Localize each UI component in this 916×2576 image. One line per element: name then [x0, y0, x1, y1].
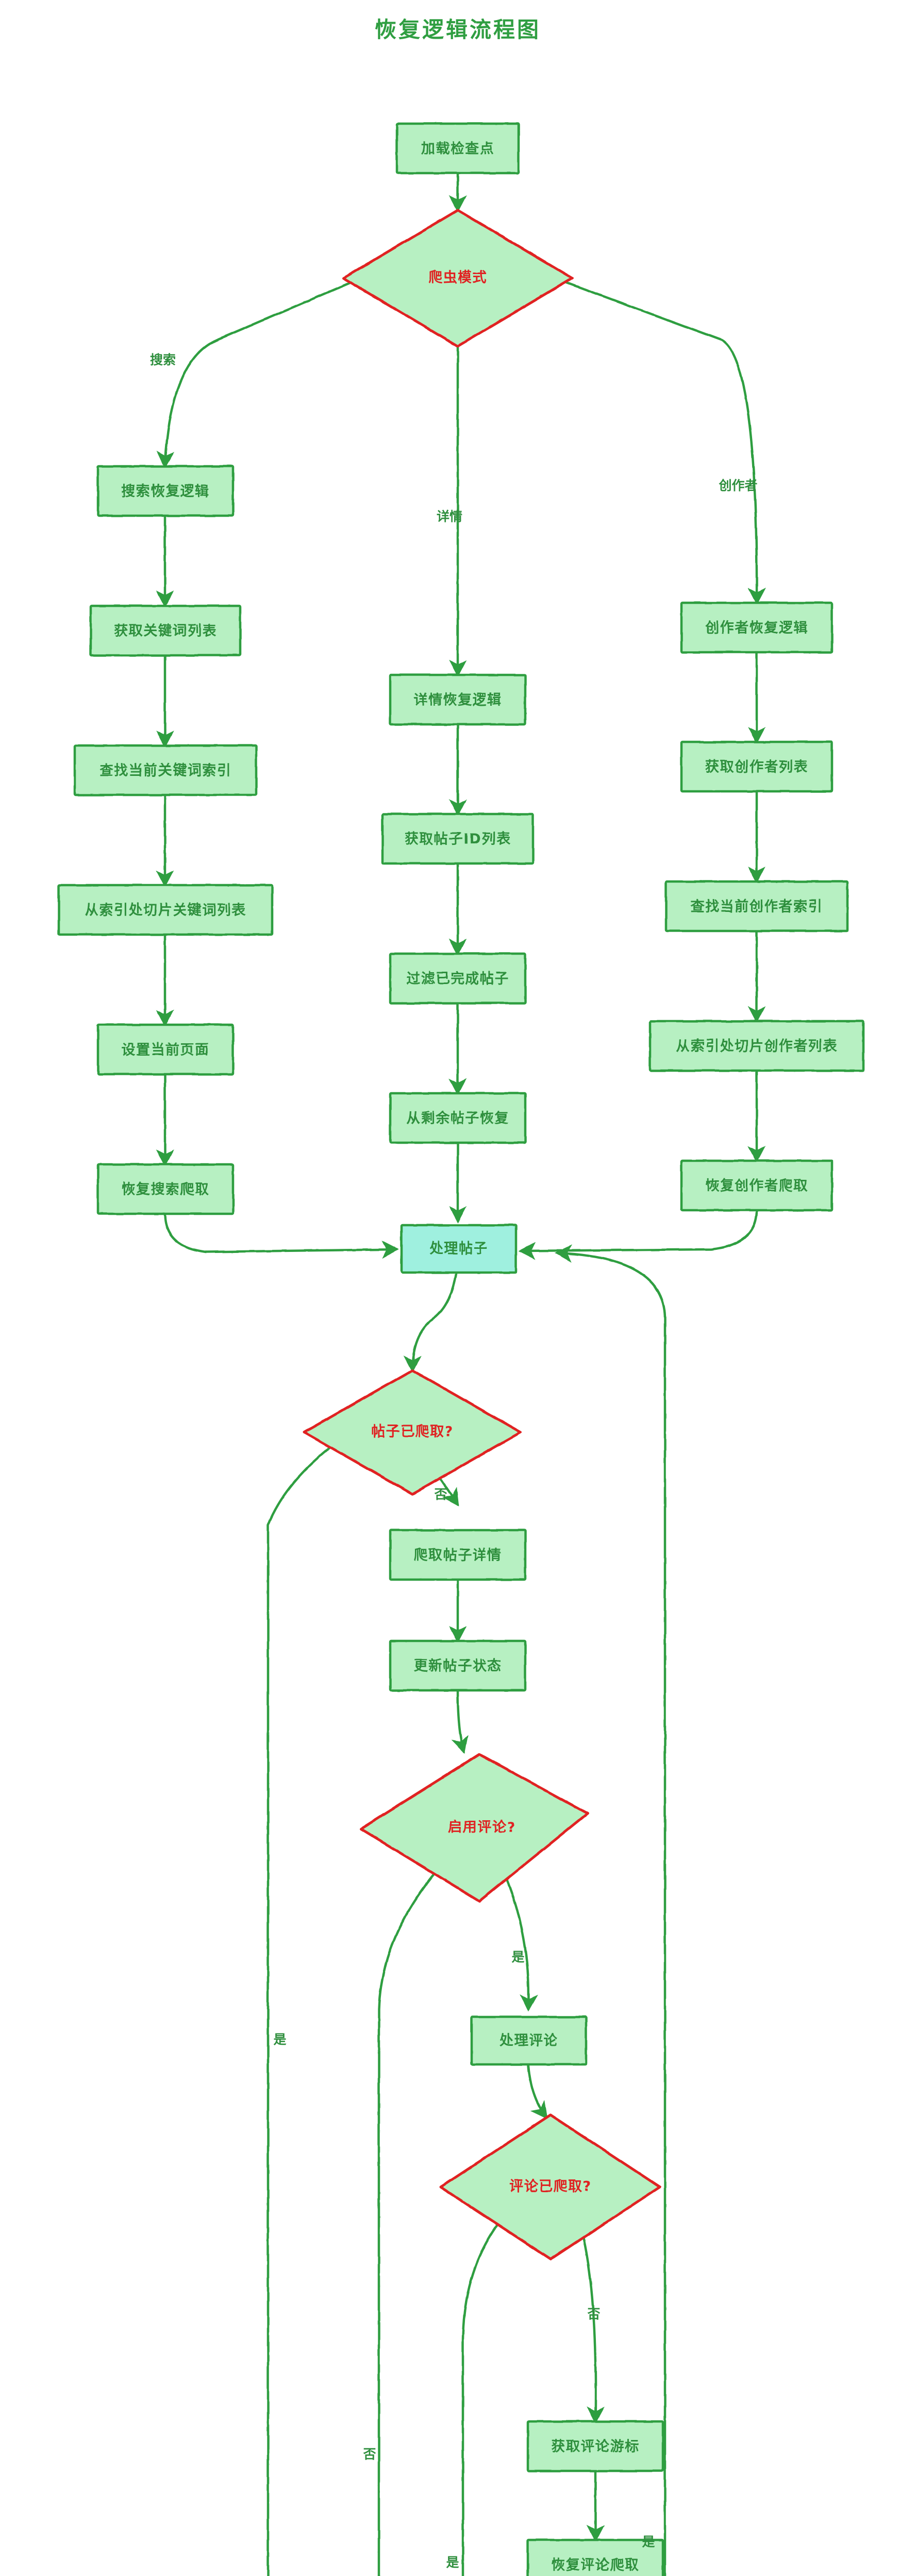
node-kw-index-label: 查找当前关键词索引: [99, 762, 232, 779]
node-start-label: 加载检查点: [421, 141, 495, 157]
node-creator-list-label: 获取创作者列表: [705, 759, 808, 775]
node-process-post[interactable]: 处理帖子: [400, 1224, 518, 1274]
node-cmt-crawled[interactable]: 评论已爬取?: [439, 2113, 661, 2261]
node-kw-list-label: 获取关键词列表: [114, 623, 217, 639]
node-set-page[interactable]: 设置当前页面: [96, 1023, 235, 1076]
node-process-cmt[interactable]: 处理评论: [470, 2015, 588, 2066]
node-resume-search[interactable]: 恢复搜索爬取: [96, 1163, 235, 1215]
node-cmt-cursor[interactable]: 获取评论游标: [526, 2420, 664, 2472]
node-detail-logic[interactable]: 详情恢复逻辑: [389, 673, 527, 726]
node-resume-search-label: 恢复搜索爬取: [122, 1182, 210, 1198]
node-cmt-crawled-label: 评论已爬取?: [509, 2179, 592, 2195]
edge-postcrawled-skip: [267, 1428, 356, 2576]
node-update-post[interactable]: 更新帖子状态: [389, 1639, 527, 1692]
edge-resumesearch-process: [163, 1212, 399, 1259]
node-resume-creator[interactable]: 恢复创作者爬取: [680, 1159, 834, 1212]
edge-label-mode-creator: 创作者: [718, 478, 757, 493]
node-kw-index[interactable]: 查找当前关键词索引: [73, 744, 258, 796]
edge-label-comment-yes: 是: [511, 1950, 524, 1964]
node-set-page-label: 设置当前页面: [122, 1042, 210, 1058]
node-comment-on-label: 启用评论?: [448, 1820, 515, 1836]
edge-label-more-yes: 是: [642, 2534, 655, 2549]
node-creator-index-label: 查找当前创作者索引: [691, 899, 823, 915]
edge-updatepost-commenton: [451, 1689, 469, 1754]
edge-label-post-yes: 是: [273, 2032, 286, 2047]
edge-commenton-moreposts: [377, 1869, 439, 2576]
edge-resumecreator-process: [518, 1209, 758, 1260]
node-post-crawled-label: 帖子已爬取?: [371, 1424, 454, 1440]
node-cmt-cursor-label: 获取评论游标: [552, 2439, 640, 2455]
node-search-logic[interactable]: 搜索恢复逻辑: [96, 465, 235, 517]
edge-cmtcrawled-moreposts: [461, 2216, 504, 2576]
node-comment-on[interactable]: 启用评论?: [359, 1753, 589, 1903]
node-creator-index[interactable]: 查找当前创作者索引: [664, 880, 849, 933]
edge-label-mode-detail: 详情: [437, 509, 462, 524]
edge-mode-creator: [553, 277, 766, 605]
node-creator-slice[interactable]: 从索引处切片创作者列表: [648, 1020, 865, 1072]
node-resume-cmt[interactable]: 恢复评论爬取: [526, 2538, 664, 2576]
node-detail-logic-label: 详情恢复逻辑: [414, 692, 502, 708]
edge-label-comment-no: 否: [362, 2447, 376, 2462]
node-crawl-detail-label: 爬取帖子详情: [414, 1547, 502, 1564]
node-resume-cmt-label: 恢复评论爬取: [552, 2557, 640, 2573]
edge-mode-search: [157, 277, 362, 469]
node-filter-done[interactable]: 过滤已完成帖子: [389, 952, 527, 1005]
edge-label-post-no: 否: [434, 1487, 447, 1502]
node-mode-label: 爬虫模式: [428, 270, 487, 286]
edge-label-cmt-no: 否: [587, 2307, 600, 2321]
node-resume-rest-label: 从剩余帖子恢复: [406, 1110, 509, 1127]
edge-moreposts-process: [554, 1244, 667, 2576]
edge-commenton-processcmt: [504, 1874, 538, 2012]
node-crawl-detail[interactable]: 爬取帖子详情: [389, 1529, 527, 1581]
edge-label-cmt-yes: 是: [446, 2555, 459, 2570]
node-update-post-label: 更新帖子状态: [414, 1658, 502, 1674]
edge-label-mode-search: 搜索: [150, 352, 176, 367]
node-creator-logic-label: 创作者恢复逻辑: [705, 620, 808, 636]
node-mode[interactable]: 爬虫模式: [342, 209, 574, 348]
node-process-cmt-label: 处理评论: [499, 2033, 558, 2049]
edge-processcmt-cmtcrawled: [527, 2064, 548, 2120]
edge-layer: [156, 171, 766, 2576]
node-start[interactable]: 加载检查点: [395, 122, 520, 175]
node-search-logic-label: 搜索恢复逻辑: [122, 484, 210, 500]
edge-label-layer: 搜索 详情 创作者 是 否 是 否 否 是 是 否: [150, 352, 758, 2570]
node-filter-done-label: 过滤已完成帖子: [406, 971, 509, 987]
node-post-crawled[interactable]: 帖子已爬取?: [303, 1369, 522, 1496]
node-creator-list[interactable]: 获取创作者列表: [680, 740, 834, 793]
node-kw-list[interactable]: 获取关键词列表: [89, 604, 242, 657]
node-post-ids-label: 获取帖子ID列表: [405, 832, 511, 848]
diagram-title: 恢复逻辑流程图: [375, 17, 541, 42]
node-creator-slice-label: 从索引处切片创作者列表: [676, 1039, 838, 1055]
node-process-post-label: 处理帖子: [429, 1241, 488, 1257]
node-creator-logic[interactable]: 创作者恢复逻辑: [680, 601, 834, 654]
edge-process-postcrawled: [403, 1261, 459, 1373]
node-resume-creator-label: 恢复创作者爬取: [705, 1178, 808, 1194]
node-kw-slice[interactable]: 从索引处切片关键词列表: [57, 884, 274, 936]
node-kw-slice-label: 从索引处切片关键词列表: [85, 902, 246, 919]
node-post-ids[interactable]: 获取帖子ID列表: [381, 812, 535, 865]
node-resume-rest[interactable]: 从剩余帖子恢复: [389, 1092, 527, 1144]
